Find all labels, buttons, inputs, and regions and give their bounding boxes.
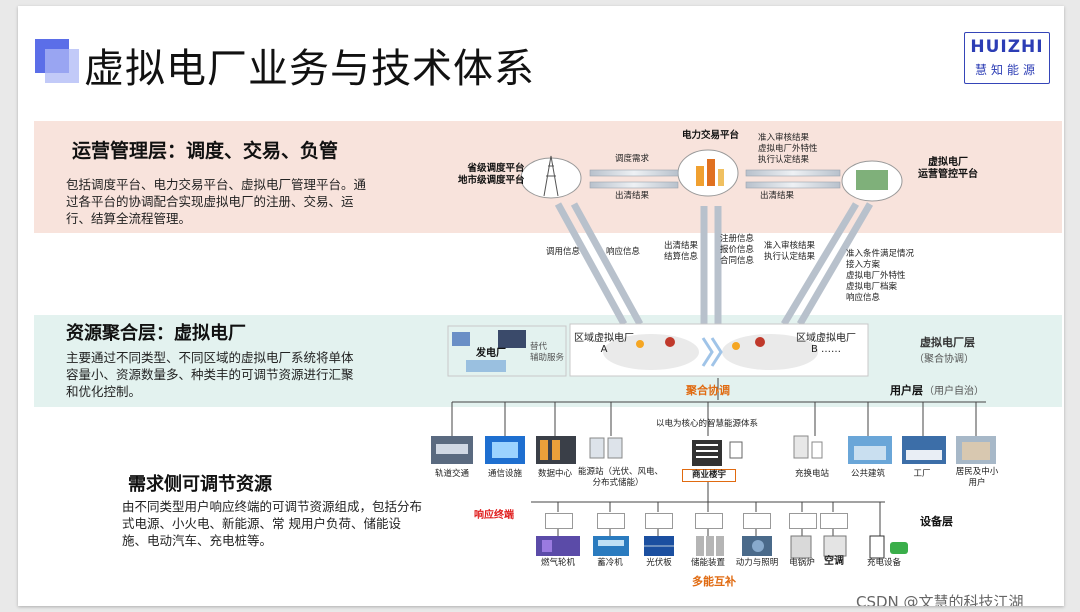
agg-layer-heading: 资源聚合层：虚拟电厂 — [66, 323, 246, 344]
device-gas-turbine-label: 燃气轮机 — [540, 558, 575, 568]
device-storage-label: 储能装置 — [690, 558, 725, 568]
device-boiler-label: 电锅炉 — [789, 558, 815, 568]
demand-layer-desc: 由不同类型用户响应终端的可调节资源组成，包括分布式电源、小火电、新能源、常 规用… — [122, 499, 423, 548]
response-terminal-label: 响应终端 — [474, 510, 514, 521]
response-terminal-box — [545, 513, 573, 529]
response-terminal-box — [597, 513, 625, 529]
flow-label: 准入审核结果 虚拟电厂外特性 执行认定结果 — [758, 133, 818, 165]
vpp-layer-sub-label: （聚合协调） — [914, 354, 974, 365]
vpp-platform-label: 虚拟电厂 运营管控平台 — [918, 157, 978, 180]
flow-label: 调度需求 — [615, 154, 650, 164]
logo-text-en: HUIZHI — [970, 37, 1044, 57]
user-energy-station-label: 能源站（光伏、风电、 分布式储能） — [578, 467, 664, 488]
region-vpp-a-label: 区域虚拟电厂 A — [574, 333, 634, 355]
trading-cloud-icon — [677, 149, 739, 197]
user-rail-transit-label: 轨道交通 — [434, 469, 469, 479]
demand-layer-heading: 需求侧可调节资源 — [128, 474, 272, 495]
flow-label: 出清结果 结算信息 — [664, 241, 699, 262]
vpp-platform-cloud-icon — [841, 160, 903, 202]
agg-layer-desc: 主要通过不同类型、不同区域的虚拟电厂系统将单体容量小、资源数量多、种类丰的可调节… — [66, 350, 354, 399]
aggregation-label: 聚合协调 — [686, 384, 730, 397]
response-terminal-box — [820, 513, 848, 529]
flow-label: 出清结果 — [760, 191, 795, 201]
user-commercial-building-label: 商业楼宇 — [682, 469, 736, 482]
user-layer-sub-label: （用户自治） — [924, 386, 984, 397]
user-layer-label: 用户层 — [890, 384, 923, 397]
aux-service-label: 替代 辅助服务 — [530, 342, 565, 363]
user-residential-label: 居民及中小 用户 — [955, 467, 999, 488]
flow-label: 响应信息 — [606, 247, 641, 257]
device-ac-label: 空调 — [824, 556, 844, 567]
ops-layer-heading: 运营管理层：调度、交易、负管 — [72, 140, 339, 162]
response-terminal-box — [645, 513, 673, 529]
region-vpp-b-label: 区域虚拟电厂 B …… — [796, 333, 856, 355]
device-layer-label: 设备层 — [920, 515, 953, 528]
device-cold-storage-label: 蓄冷机 — [597, 558, 623, 568]
device-charger-label: 充电设备 — [866, 558, 901, 568]
user-public-building-label: 公共建筑 — [850, 469, 885, 479]
device-power-lighting-label: 动力与照明 — [735, 558, 779, 568]
user-datacenter-label: 数据中心 — [537, 469, 572, 479]
vpp-layer-label: 虚拟电厂层 — [920, 336, 975, 349]
flow-label: 出清结果 — [615, 191, 650, 201]
flow-label: 准入审核结果 执行认定结果 — [764, 241, 816, 262]
trading-platform-label: 电力交易平台 — [682, 130, 740, 141]
flow-label: 准入条件满足情况 接入方案 虚拟电厂外特性 虚拟电厂档案 响应信息 — [846, 249, 915, 303]
logo-text-zh: 慧知能源 — [974, 63, 1039, 77]
slide: 虚拟电厂业务与技术体系 HUIZHI 慧知能源 运营管理层：调度、交易、负管 包… — [18, 6, 1064, 606]
watermark: CSDN @文慧的科技江湖 — [856, 593, 1024, 606]
dispatch-platform-label: 省级调度平台 地市级调度平台 — [458, 163, 525, 186]
dispatch-cloud-icon — [520, 155, 582, 199]
user-factory-label: 工厂 — [913, 469, 931, 479]
slide-title: 虚拟电厂业务与技术体系 — [84, 46, 535, 92]
response-terminal-box — [695, 513, 723, 529]
agg-layer-band — [34, 315, 1062, 407]
smart-energy-label: 以电为核心的智慧能源体系 — [656, 419, 759, 429]
user-charging-station-label: 充换电站 — [794, 469, 829, 479]
architecture-diagram — [431, 149, 996, 559]
flow-label: 调用信息 — [546, 247, 581, 257]
huizhi-logo: HUIZHI 慧知能源 — [964, 32, 1050, 84]
flow-label: 注册信息 报价信息 合同信息 — [720, 234, 755, 266]
power-plant-label: 发电厂 — [476, 348, 506, 359]
response-terminal-box — [789, 513, 817, 529]
device-pv-panel-label: 光伏板 — [646, 558, 672, 568]
response-terminal-box — [743, 513, 771, 529]
ops-layer-desc: 包括调度平台、电力交易平台、虚拟电厂管理平台。通过各平台的协调配合实现虚拟电厂的… — [66, 177, 367, 226]
user-telecom-label: 通信设施 — [487, 469, 522, 479]
title-accent-square-light — [45, 49, 79, 83]
multi-energy-label: 多能互补 — [692, 575, 736, 588]
